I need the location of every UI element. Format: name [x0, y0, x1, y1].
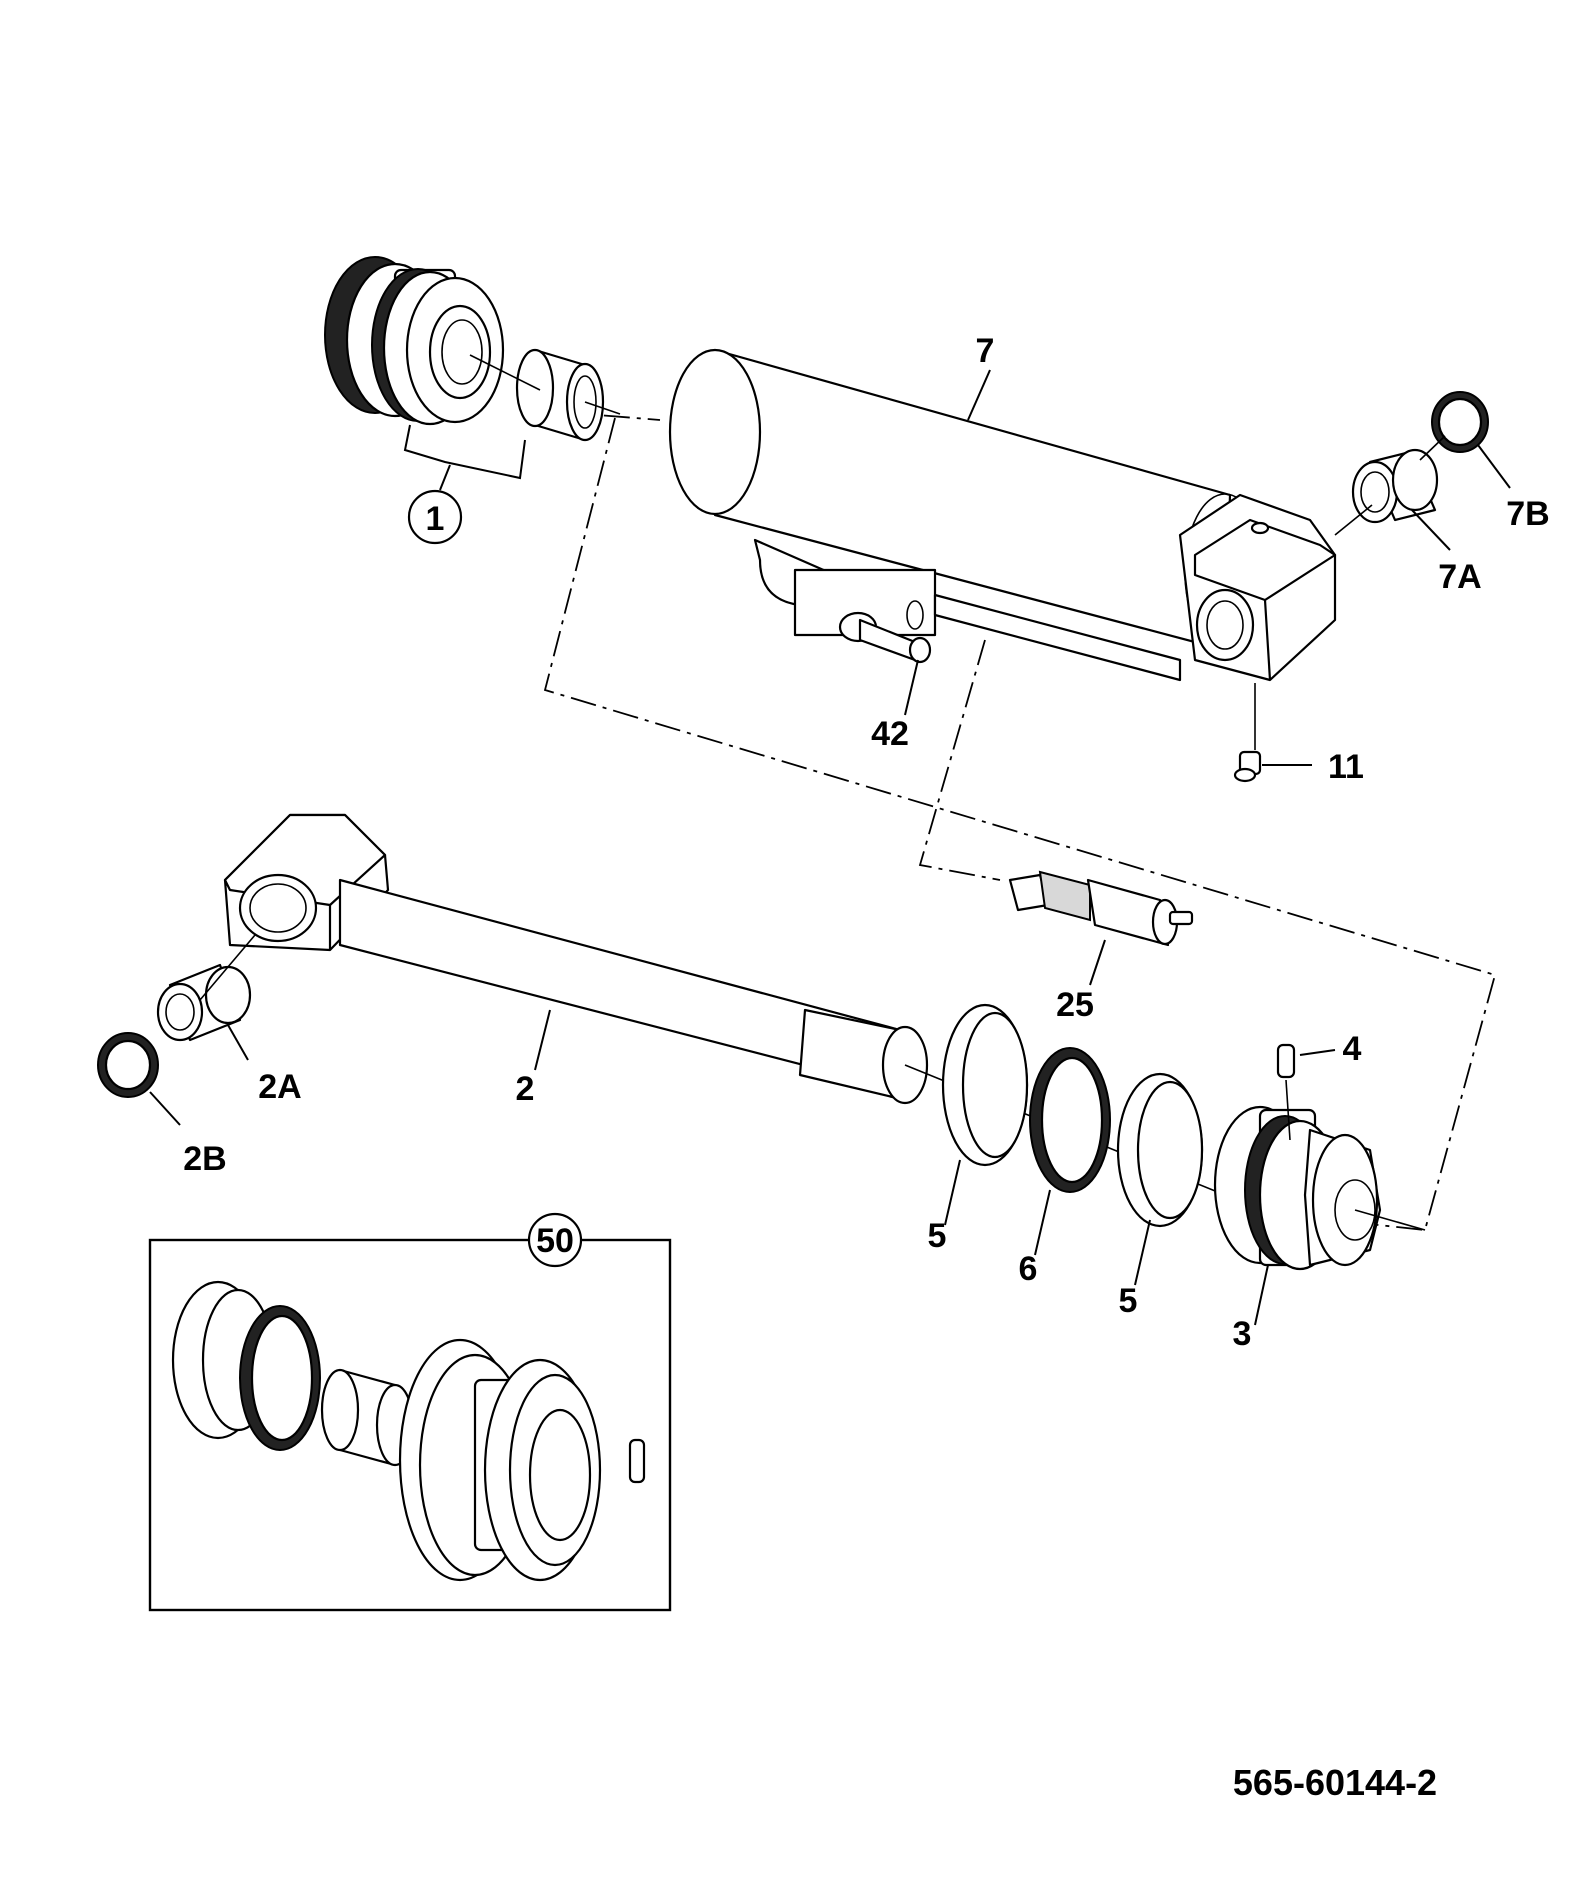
callout-6: 6: [1019, 1250, 1038, 1288]
callout-50: 50: [536, 1222, 574, 1260]
part-1-piston-assembly: [324, 256, 621, 491]
callout-2: 2: [516, 1070, 535, 1108]
callout-2B: 2B: [183, 1140, 226, 1178]
callout-1-circle: [407, 489, 463, 545]
callout-11: 11: [1328, 748, 1364, 786]
callout-3: 3: [1233, 1315, 1252, 1353]
part-3-gland-nut: [1213, 1105, 1426, 1326]
part-2A-2B-bushing-ring: [97, 934, 256, 1126]
callout-4: 4: [1343, 1030, 1362, 1068]
parts-5-6-5-rings: [904, 1003, 1226, 1286]
callout-5-second: 5: [1119, 1282, 1138, 1320]
part-7A-7B-bushing-ring: [1334, 391, 1511, 551]
drawing-number: 565-60144-2: [1233, 1762, 1437, 1803]
callout-7A: 7A: [1438, 558, 1481, 596]
part-4-roll-pin: [1276, 1043, 1336, 1141]
part-7-cylinder-barrel: [668, 348, 1337, 682]
kit-50-box: [148, 1212, 672, 1612]
callout-7B: 7B: [1506, 495, 1549, 533]
callout-labels: 1 7 7B 7A 42 11 25 4 2 2A 2B 5 6 5 3 50: [183, 332, 1549, 1353]
callout-42: 42: [871, 715, 909, 753]
callout-1: 1: [426, 500, 445, 538]
part-42-leader: [904, 659, 919, 716]
callout-25: 25: [1056, 986, 1094, 1024]
callout-2A: 2A: [258, 1068, 301, 1106]
part-2-piston-rod: [223, 813, 929, 1105]
part-11-grease-nipple: [1233, 683, 1312, 783]
kit-50-callout-circle: [527, 1212, 583, 1268]
callout-5-first: 5: [928, 1217, 947, 1255]
part-25-valve-cartridge: [1008, 870, 1194, 986]
callout-7: 7: [976, 332, 995, 370]
